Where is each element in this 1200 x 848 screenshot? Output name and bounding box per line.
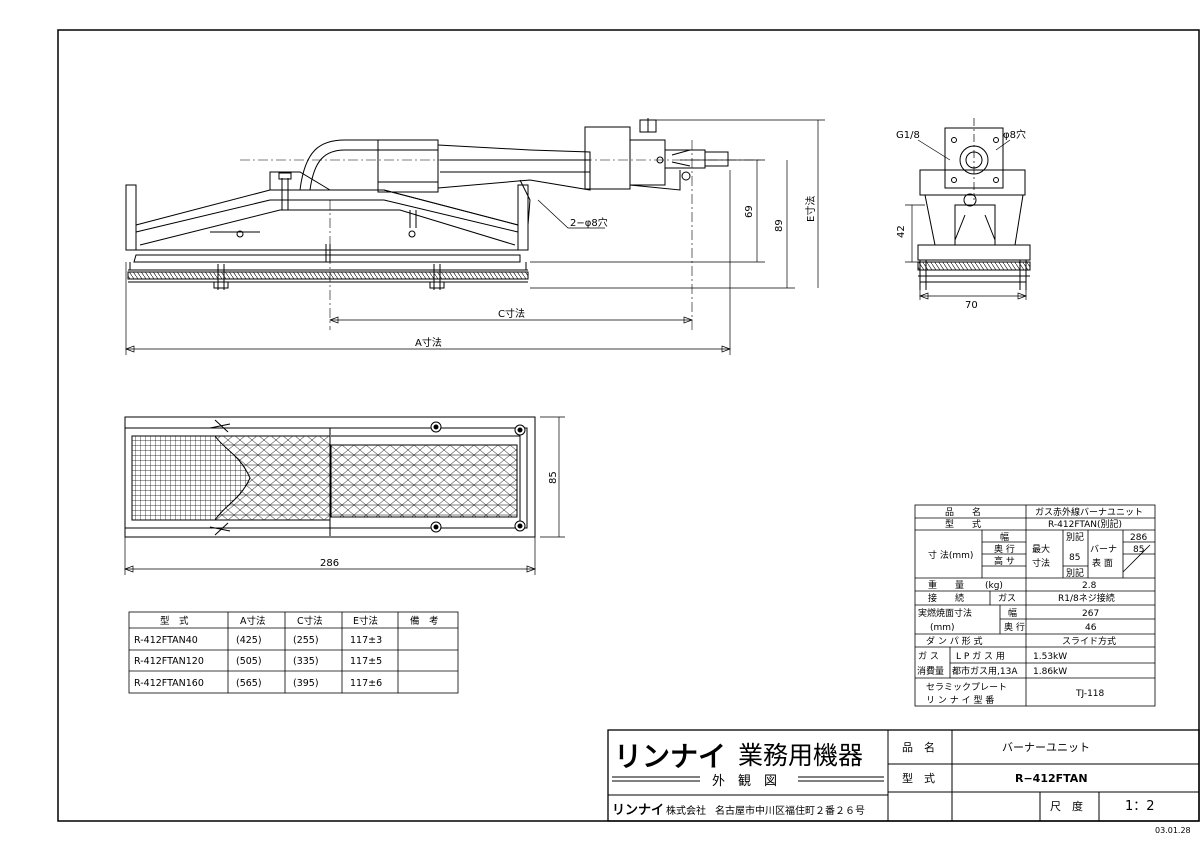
spec-weight-value: 2.8 [1082,581,1097,591]
model-table-text: 型 式 A寸法 C寸法 E寸法 備 考 R-412FTAN40 (425) (2… [134,615,439,689]
spec-burner-w: 286 [1130,533,1147,543]
spec-conn-value: R1/8ネジ接続 [1058,592,1115,604]
mt-h2: C寸法 [297,615,323,627]
mt-r2c2: (395) [293,678,319,689]
drawing-frame [57,29,1200,822]
dim-286-label: 286 [320,558,339,569]
spec-burner-d: 85 [1133,545,1144,555]
dim-70-label: 70 [965,300,978,311]
ceramic-plate-side [127,271,529,280]
mt-r1c3: 117±5 [350,656,382,667]
scale-value: 1：2 [1125,799,1155,814]
dim-e-label: E寸法 [804,196,817,222]
mt-h0: 型 式 [160,615,189,627]
title-block [607,729,1200,822]
spec-weight-label: 重 量 [928,579,964,591]
division-label: 業務用機器 [738,741,863,770]
mt-r2c1: (565) [236,678,262,689]
spec-city-label: 都市ガス用,13A [952,665,1018,677]
item-value: バーナーユニット [1002,741,1090,754]
spec-plate-label-2: リ ン ナ イ 型 番 [926,694,994,706]
end-view-dimensions [905,118,1027,300]
company-name: 株式会社 [666,804,706,817]
hole-note: 2−φ8穴 [570,216,608,229]
spec-burner-label-2: 表 面 [1092,557,1113,569]
spec-area-d-value: 46 [1085,623,1097,633]
spec-table-text: 品 名 ガス赤外線バーナユニット 型 式 R-412FTAN(別記) 寸 法(m… [917,506,1147,706]
dim-85-label: 85 [548,471,559,484]
mt-r0c0: R-412FTAN40 [134,635,198,646]
model-label: 型 式 [902,771,935,785]
drawing-date: 03.01.28 [1155,826,1191,835]
item-label: 品 名 [902,740,935,754]
g18-label: G1/8 [896,130,920,141]
phi8-label: φ8穴 [1003,128,1026,141]
spec-area-d-label: 奥 行 [1004,621,1025,633]
mt-r1c2: (335) [293,656,319,667]
company-brand: リンナイ [612,803,664,818]
spec-area-label-2: (mm) [930,623,955,633]
spec-name-label: 品 名 [945,506,981,518]
spec-plate-label-1: セラミックプレート [926,682,1007,693]
spec-depth-label: 奥 行 [994,543,1015,555]
end-view [917,127,1031,290]
dim-c-label: C寸法 [498,307,525,320]
spec-type-label: 型 式 [945,518,981,530]
spec-city-value: 1.86kW [1033,667,1067,677]
scale-label: 尺 度 [1050,799,1083,813]
spec-max-label-1: 最大 [1032,543,1050,555]
mt-r1c1: (505) [236,656,262,667]
spec-table [914,504,1156,707]
side-view-centerlines [240,140,760,330]
spec-width-value: 別記 [1066,531,1084,543]
spec-dim-label: 寸 法(mm) [928,549,973,561]
spec-area-w-label: 幅 [1008,607,1017,619]
spec-damper-value: スライド方式 [1062,635,1116,647]
spec-conn-label: 接 続 [928,592,964,604]
spec-type-value: R-412FTAN(別記) [1048,518,1122,530]
mt-r2c0: R-412FTAN160 [134,678,204,689]
model-table [128,611,459,694]
spec-max-label-2: 寸法 [1032,557,1050,569]
plan-view-dimensions [124,416,565,575]
company-address: 名古屋市中川区福住町２番２６号 [715,804,865,817]
dim-42-label: 42 [896,225,907,238]
spec-cons-label-1: ガ ス [918,651,939,662]
spec-lp-label: L P ガ ス 用 [956,651,1005,662]
spec-plate-value: TJ-118 [1075,689,1105,699]
spec-area-label-1: 実燃焼面寸法 [918,607,972,619]
mt-r0c1: (425) [236,635,262,646]
dim-a-label: A寸法 [415,336,442,349]
view-label: 外 観 図 [712,774,777,789]
spec-weight-unit: (kg) [985,581,1003,591]
side-view [125,118,729,290]
mt-h1: A寸法 [240,615,266,627]
mt-r0c3: 117±3 [350,635,382,646]
brand-logo: リンナイ [614,740,726,773]
spec-name-value: ガス赤外線バーナユニット [1035,506,1143,518]
spec-gas-label: ガス [998,593,1016,604]
model-value: R−412FTAN [1015,772,1088,785]
dim-69-label: 69 [744,205,755,218]
mt-r0c2: (255) [293,635,319,646]
mt-r1c0: R-412FTAN120 [134,656,204,667]
side-view-dimensions [125,119,825,355]
mt-h4: 備 考 [410,615,439,627]
spec-width-label: 幅 [1000,531,1009,543]
spec-height-value: 別記 [1066,567,1084,579]
spec-height-label: 高 サ [994,555,1015,567]
spec-burner-label-1: バーナ [1090,544,1117,555]
mt-r2c3: 117±6 [350,678,382,689]
mt-h3: E寸法 [353,615,378,627]
spec-depth-value: 85 [1069,553,1080,563]
plan-view [124,416,536,538]
nozzle-body [584,126,631,190]
spec-damper-label: ダ ン パ 形 式 [926,635,982,647]
spec-cons-label-2: 消費量 [917,665,944,677]
dim-89-label: 89 [774,219,785,232]
spec-area-w-value: 267 [1082,609,1099,619]
spec-lp-value: 1.53kW [1033,652,1067,662]
mixing-tube [377,139,439,193]
